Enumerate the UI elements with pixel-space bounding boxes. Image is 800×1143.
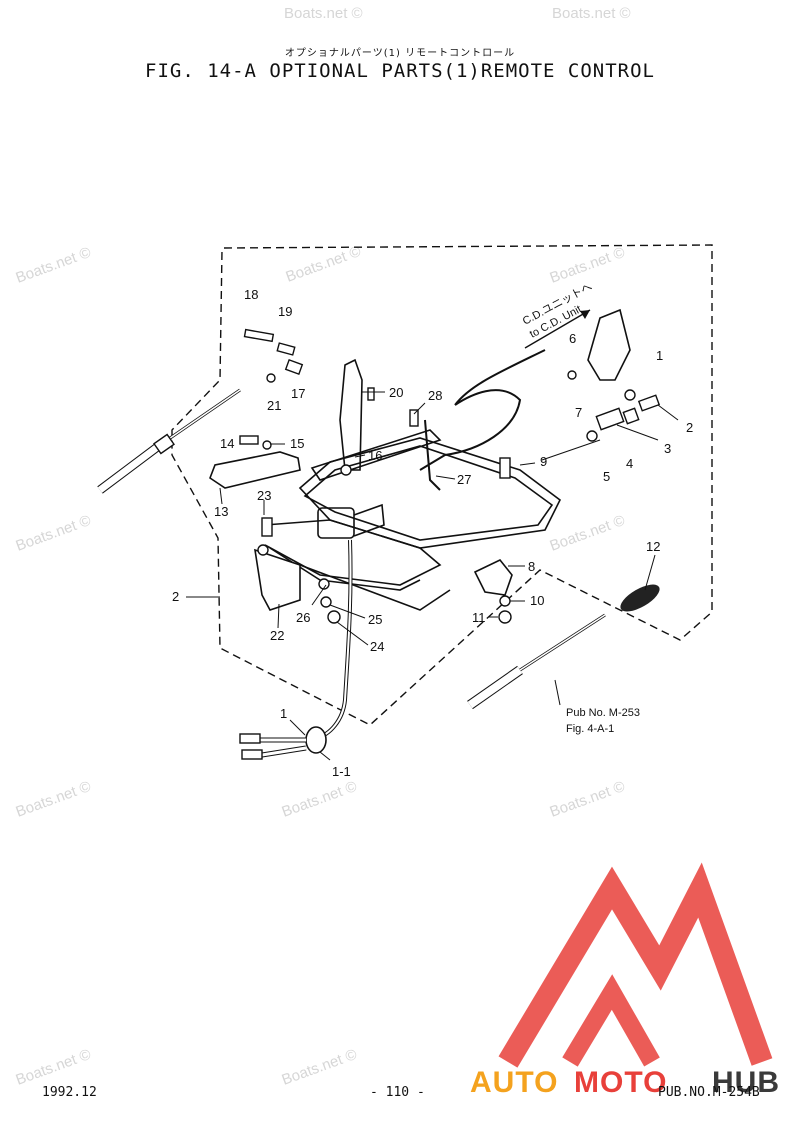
part-number: 11 xyxy=(472,610,486,625)
bracket-8 xyxy=(473,559,513,596)
part-number: 10 xyxy=(530,593,544,608)
bracket-plate-1 xyxy=(587,308,631,381)
part-number: 21 xyxy=(267,398,281,413)
footer-date: 1992.12 xyxy=(42,1085,97,1100)
assembly-boundary-dashed xyxy=(171,244,713,726)
hull-outline xyxy=(264,437,562,611)
logo-text-hub: HUB xyxy=(712,1066,780,1099)
reference-pub: Pub No. M-253 xyxy=(566,707,640,719)
part-number-labels: 18 19 21 17 20 28 6 1 7 2 3 4 5 14 15 16… xyxy=(172,287,693,779)
grommet xyxy=(305,726,327,754)
watermark: Boats.net © xyxy=(14,512,94,555)
part-number: 25 xyxy=(368,612,382,627)
part-12-plate xyxy=(620,584,660,612)
watermark: Boats.net © xyxy=(552,5,631,22)
watermark: Boats.net © xyxy=(284,243,364,286)
part-number: 28 xyxy=(428,388,442,403)
part-number: 5 xyxy=(603,469,610,484)
leader-lines xyxy=(186,391,679,761)
part-number: 4 xyxy=(626,456,633,471)
frame-label: 2 xyxy=(172,589,179,604)
part-number: 7 xyxy=(575,405,582,420)
bracket-22 xyxy=(254,548,301,611)
part-number: 8 xyxy=(528,559,535,574)
part-number: 3 xyxy=(664,441,671,456)
footer-page-number: - 110 - xyxy=(370,1085,425,1100)
watermark: Boats.net © xyxy=(280,1046,360,1089)
part-number: 13 xyxy=(214,504,228,519)
bracket-13 xyxy=(209,451,301,489)
part-number: 24 xyxy=(370,639,384,654)
part-number: 6 xyxy=(569,331,576,346)
watermark: Boats.net © xyxy=(14,778,94,821)
part-number: 26 xyxy=(296,610,310,625)
watermark: Boats.net © xyxy=(548,512,628,555)
automotohub-logo: AUTO MOTO HUB xyxy=(470,862,780,1099)
hardware xyxy=(239,328,661,624)
remote-control-lever xyxy=(310,358,442,539)
figure-title-japanese: オプショナルパーツ(1) リモートコントロール xyxy=(284,48,516,59)
part-number: 17 xyxy=(291,386,305,401)
part-number: 2 xyxy=(686,420,693,435)
wire-harness xyxy=(419,349,546,491)
arrow-to-cd-unit xyxy=(524,309,591,349)
throttle-cable-left xyxy=(97,388,241,494)
part-number: 1-1 xyxy=(332,764,351,779)
figure-title: FIG. 14-A OPTIONAL PARTS(1)REMOTE CONTRO… xyxy=(145,60,655,82)
control-cable xyxy=(315,539,353,740)
part-number: 14 xyxy=(220,436,234,451)
part-number: 18 xyxy=(244,287,258,302)
part-number: 22 xyxy=(270,628,284,643)
part-number: 27 xyxy=(457,472,471,487)
part-number: 19 xyxy=(278,304,292,319)
part-number: 23 xyxy=(257,488,271,503)
part-number: 1 xyxy=(656,348,663,363)
logo-text-moto: MOTO xyxy=(574,1066,667,1099)
logo-triangle xyxy=(498,862,773,1068)
watermark: Boats.net © xyxy=(14,1046,94,1089)
watermark: Boats.net © xyxy=(284,5,363,22)
watermark: Boats.net © xyxy=(548,778,628,821)
part-number: 20 xyxy=(389,385,403,400)
part-number: 1 xyxy=(280,706,287,721)
watermark: Boats.net © xyxy=(14,244,94,287)
watermark: Boats.net © xyxy=(280,778,360,821)
part-number: 12 xyxy=(646,539,660,554)
logo-text-auto: AUTO xyxy=(470,1066,558,1099)
part-number: 9 xyxy=(540,454,547,469)
part-number: 16 xyxy=(368,448,382,463)
reference-fig: Fig. 4-A-1 xyxy=(566,723,614,735)
part-number: 15 xyxy=(290,436,304,451)
shift-cable-right xyxy=(467,613,606,710)
watermarks: Boats.net © Boats.net © Boats.net © Boat… xyxy=(14,5,631,1089)
footer-pub-number: PUB.NO.M-254B xyxy=(658,1085,760,1100)
watermark: Boats.net © xyxy=(548,244,628,287)
